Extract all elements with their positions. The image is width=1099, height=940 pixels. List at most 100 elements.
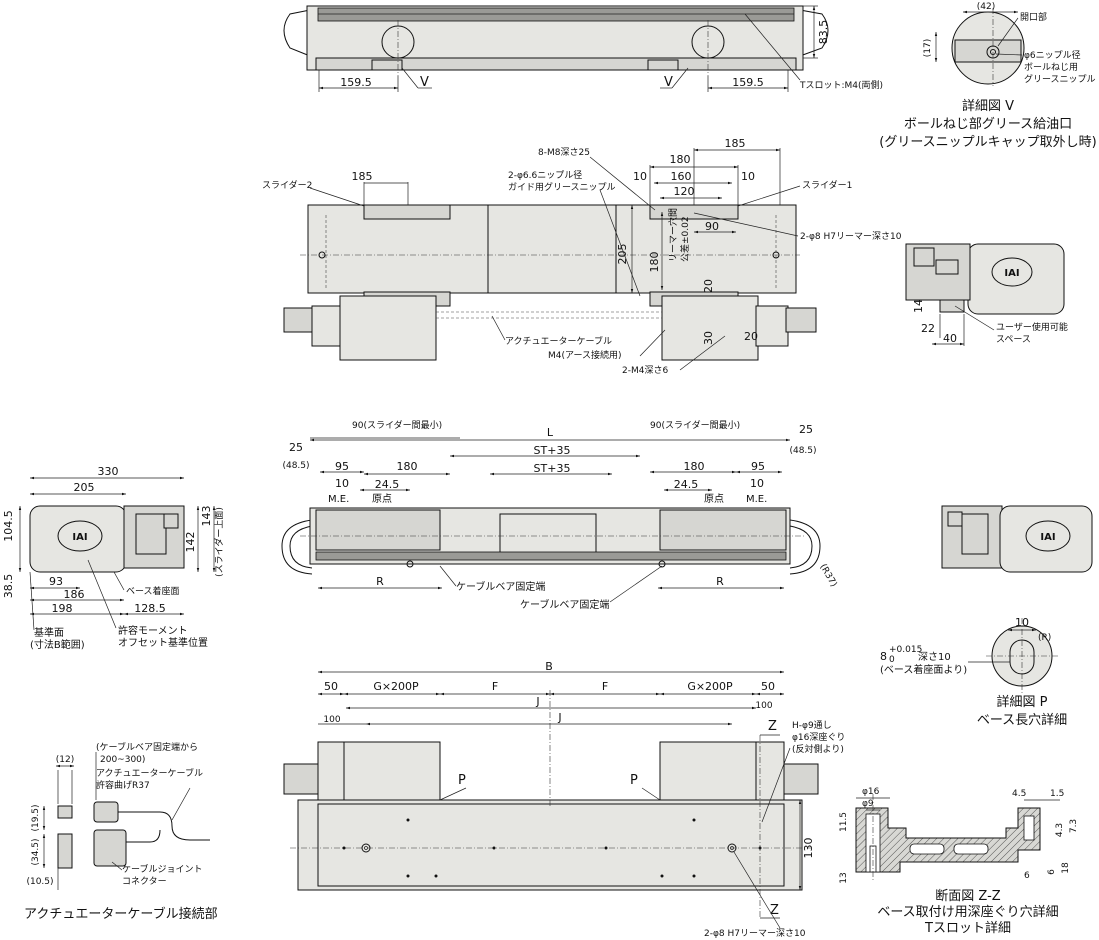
plan-label-8m8: 8-M8深さ25	[538, 147, 590, 158]
left-end-dim-128: 128.5	[134, 602, 166, 615]
cable-dim-10: (10.5)	[26, 877, 53, 887]
right-small-logo: IAI	[1040, 532, 1055, 543]
right-end-view: IAI 14 22 40 ユーザー使用可能 スペース	[905, 243, 1068, 346]
detail-p-caption-sub: ベース長穴詳細	[977, 712, 1067, 728]
plan-view: 185 180 10 160 10 120 185 90 205 180 20 …	[262, 137, 902, 376]
left-end-dim-186: 186	[64, 588, 85, 601]
section-zz: φ16 φ9 4.5 1.5 11.5 4.3 7.3 13 6 6 18 断面…	[839, 787, 1079, 936]
section-dim-18: 18	[1061, 862, 1071, 874]
bottom-dim-F-left: F	[492, 680, 498, 693]
section-dim-11-5: 11.5	[839, 812, 849, 832]
left-end-dim-142: 142	[184, 532, 197, 553]
front-dim-95-right: 95	[751, 460, 765, 473]
cable-dim-19: (19.5)	[31, 804, 41, 831]
cable-label-actuator: アクチュエーターケーブル	[96, 767, 203, 779]
front-label-me-right: M.E.	[746, 494, 767, 505]
detail-v-caption-title: 詳細図 V	[962, 98, 1014, 114]
detail-v-caption-line3: (グリースニップルキャップ取外し時)	[879, 135, 1097, 150]
detail-p-label-depth: 深さ10	[918, 651, 951, 663]
cable-label-connector: コネクター	[122, 876, 167, 887]
bottom-dim-g200p-right: G×200P	[687, 680, 733, 693]
detail-v-label-opening: 開口部	[1020, 11, 1047, 23]
top-view-marker-v-left: V	[420, 75, 429, 90]
plan-label-guide-grease: ガイド用グリースニップル	[508, 181, 616, 193]
front-dim-R-left: R	[376, 575, 384, 588]
cable-dim-12: (12)	[56, 755, 74, 765]
top-view-dim-height: 83.5	[817, 20, 830, 45]
front-dim-24-left: 24.5	[375, 478, 400, 491]
bottom-label-16counterbore: φ16深座ぐり	[792, 731, 845, 743]
section-dim-16: φ16	[862, 787, 880, 797]
detail-p-label-tol-upper: +0.015	[889, 645, 922, 655]
plan-label-nipple: 2-φ6.6ニップル径	[508, 169, 582, 181]
front-dim-180-left: 180	[397, 460, 418, 473]
right-end-label-space: スペース	[996, 335, 1031, 345]
bottom-marker-z-top: Z	[768, 719, 777, 734]
cable-dim-34: (34.5)	[31, 838, 41, 865]
section-caption-line2: ベース取付け用深座ぐり穴詳細	[877, 904, 1058, 920]
detail-p: 10 (R) 8 +0.015 0 深さ10 (ベース着座面より) 詳細図 P …	[880, 616, 1067, 728]
front-label-me-left: M.E.	[328, 494, 349, 505]
cable-caption: アクチュエーターケーブル接続部	[24, 906, 218, 922]
left-end-dim-slider-top: (スライダー上面)	[213, 507, 225, 577]
plan-dim-90: 90	[705, 220, 719, 233]
bottom-view-base	[297, 799, 803, 891]
plan-label-reamer-pitch: リーマー穴間	[667, 208, 679, 262]
bottom-marker-p-right: P	[630, 773, 638, 788]
top-view-tslot-label: Tスロット:M4(両側)	[799, 79, 883, 91]
plan-dim-180: 180	[670, 153, 691, 166]
right-end-dim-40: 40	[943, 332, 957, 345]
detail-p-dim-r: (R)	[1038, 633, 1051, 643]
left-end-dim-93: 93	[49, 575, 63, 588]
section-dim-9: φ9	[862, 799, 874, 809]
plan-dim-30: 30	[702, 331, 715, 345]
plan-dim-10-left: 10	[633, 170, 647, 183]
cable-label-joint: ケーブルジョイント	[122, 863, 202, 875]
front-dim-st35-upper: ST+35	[534, 444, 571, 457]
plan-dim-10-right: 10	[741, 170, 755, 183]
front-dim-48-left: (48.5)	[282, 461, 309, 471]
detail-v-label-ballscrew: ボールねじ用	[1024, 62, 1078, 73]
front-dim-R-right: R	[716, 575, 724, 588]
plan-dim-120: 120	[674, 185, 695, 198]
plan-label-tolerance: 公差±0.02	[679, 216, 691, 262]
bottom-dim-F-right: F	[602, 680, 608, 693]
detail-v-dim-height: (17)	[923, 39, 933, 57]
top-view-marker-v-right: V	[664, 75, 673, 90]
bottom-label-h9: H-φ9通し	[792, 720, 832, 731]
left-end-dim-205: 205	[74, 481, 95, 494]
front-dim-25-left: 25	[289, 441, 303, 454]
plan-label-2m4: 2-M4深さ6	[622, 365, 668, 376]
plan-dim-160: 160	[671, 170, 692, 183]
front-dim-10-left: 10	[335, 477, 349, 490]
bottom-dim-50-right: 50	[761, 680, 775, 693]
left-end-label-reference: 基準面	[34, 626, 64, 639]
plan-label-slider2: スライダー2	[262, 179, 312, 191]
bottom-view: B 50 G×200P F F G×200P 50 J J 100 100 13…	[283, 660, 845, 939]
bottom-dim-J-upper: J	[535, 695, 539, 708]
detail-v-caption-line2: ボールねじ部グリース給油口	[904, 117, 1072, 132]
front-dim-st35-lower: ST+35	[534, 462, 571, 475]
bottom-dim-g200p-left: G×200P	[373, 680, 419, 693]
left-end-dim-104: 104.5	[2, 510, 15, 542]
detail-p-label-from-base: (ベース着座面より)	[880, 663, 967, 676]
cable-label-range: 200~300)	[100, 755, 145, 765]
detail-p-caption-title: 詳細図 P	[997, 694, 1048, 710]
plan-dim-180-vert: 180	[648, 252, 661, 273]
section-dim-4-3: 4.3	[1055, 823, 1065, 837]
cable-label-bend: 許容曲げR37	[96, 779, 150, 791]
plan-dim-185-right: 185	[725, 137, 746, 150]
front-label-origin-right: 原点	[704, 493, 724, 505]
detail-p-label-8: 8	[880, 650, 887, 663]
bottom-dim-B: B	[545, 660, 553, 673]
left-end-label-offset: オフセット基準位置	[118, 636, 208, 649]
right-end-dim-22: 22	[921, 322, 935, 335]
section-caption-line3: Tスロット詳細	[924, 920, 1011, 936]
detail-v-label-nipple: φ6ニップル径	[1024, 49, 1081, 61]
section-dim-7-3: 7.3	[1069, 819, 1079, 833]
bottom-marker-z-bottom: Z	[770, 903, 779, 918]
plan-label-slider1: スライダー1	[802, 179, 852, 191]
detail-v-label-grease: グリースニップル	[1024, 73, 1096, 85]
front-dim-90-left: 90(スライダー間最小)	[352, 419, 442, 431]
